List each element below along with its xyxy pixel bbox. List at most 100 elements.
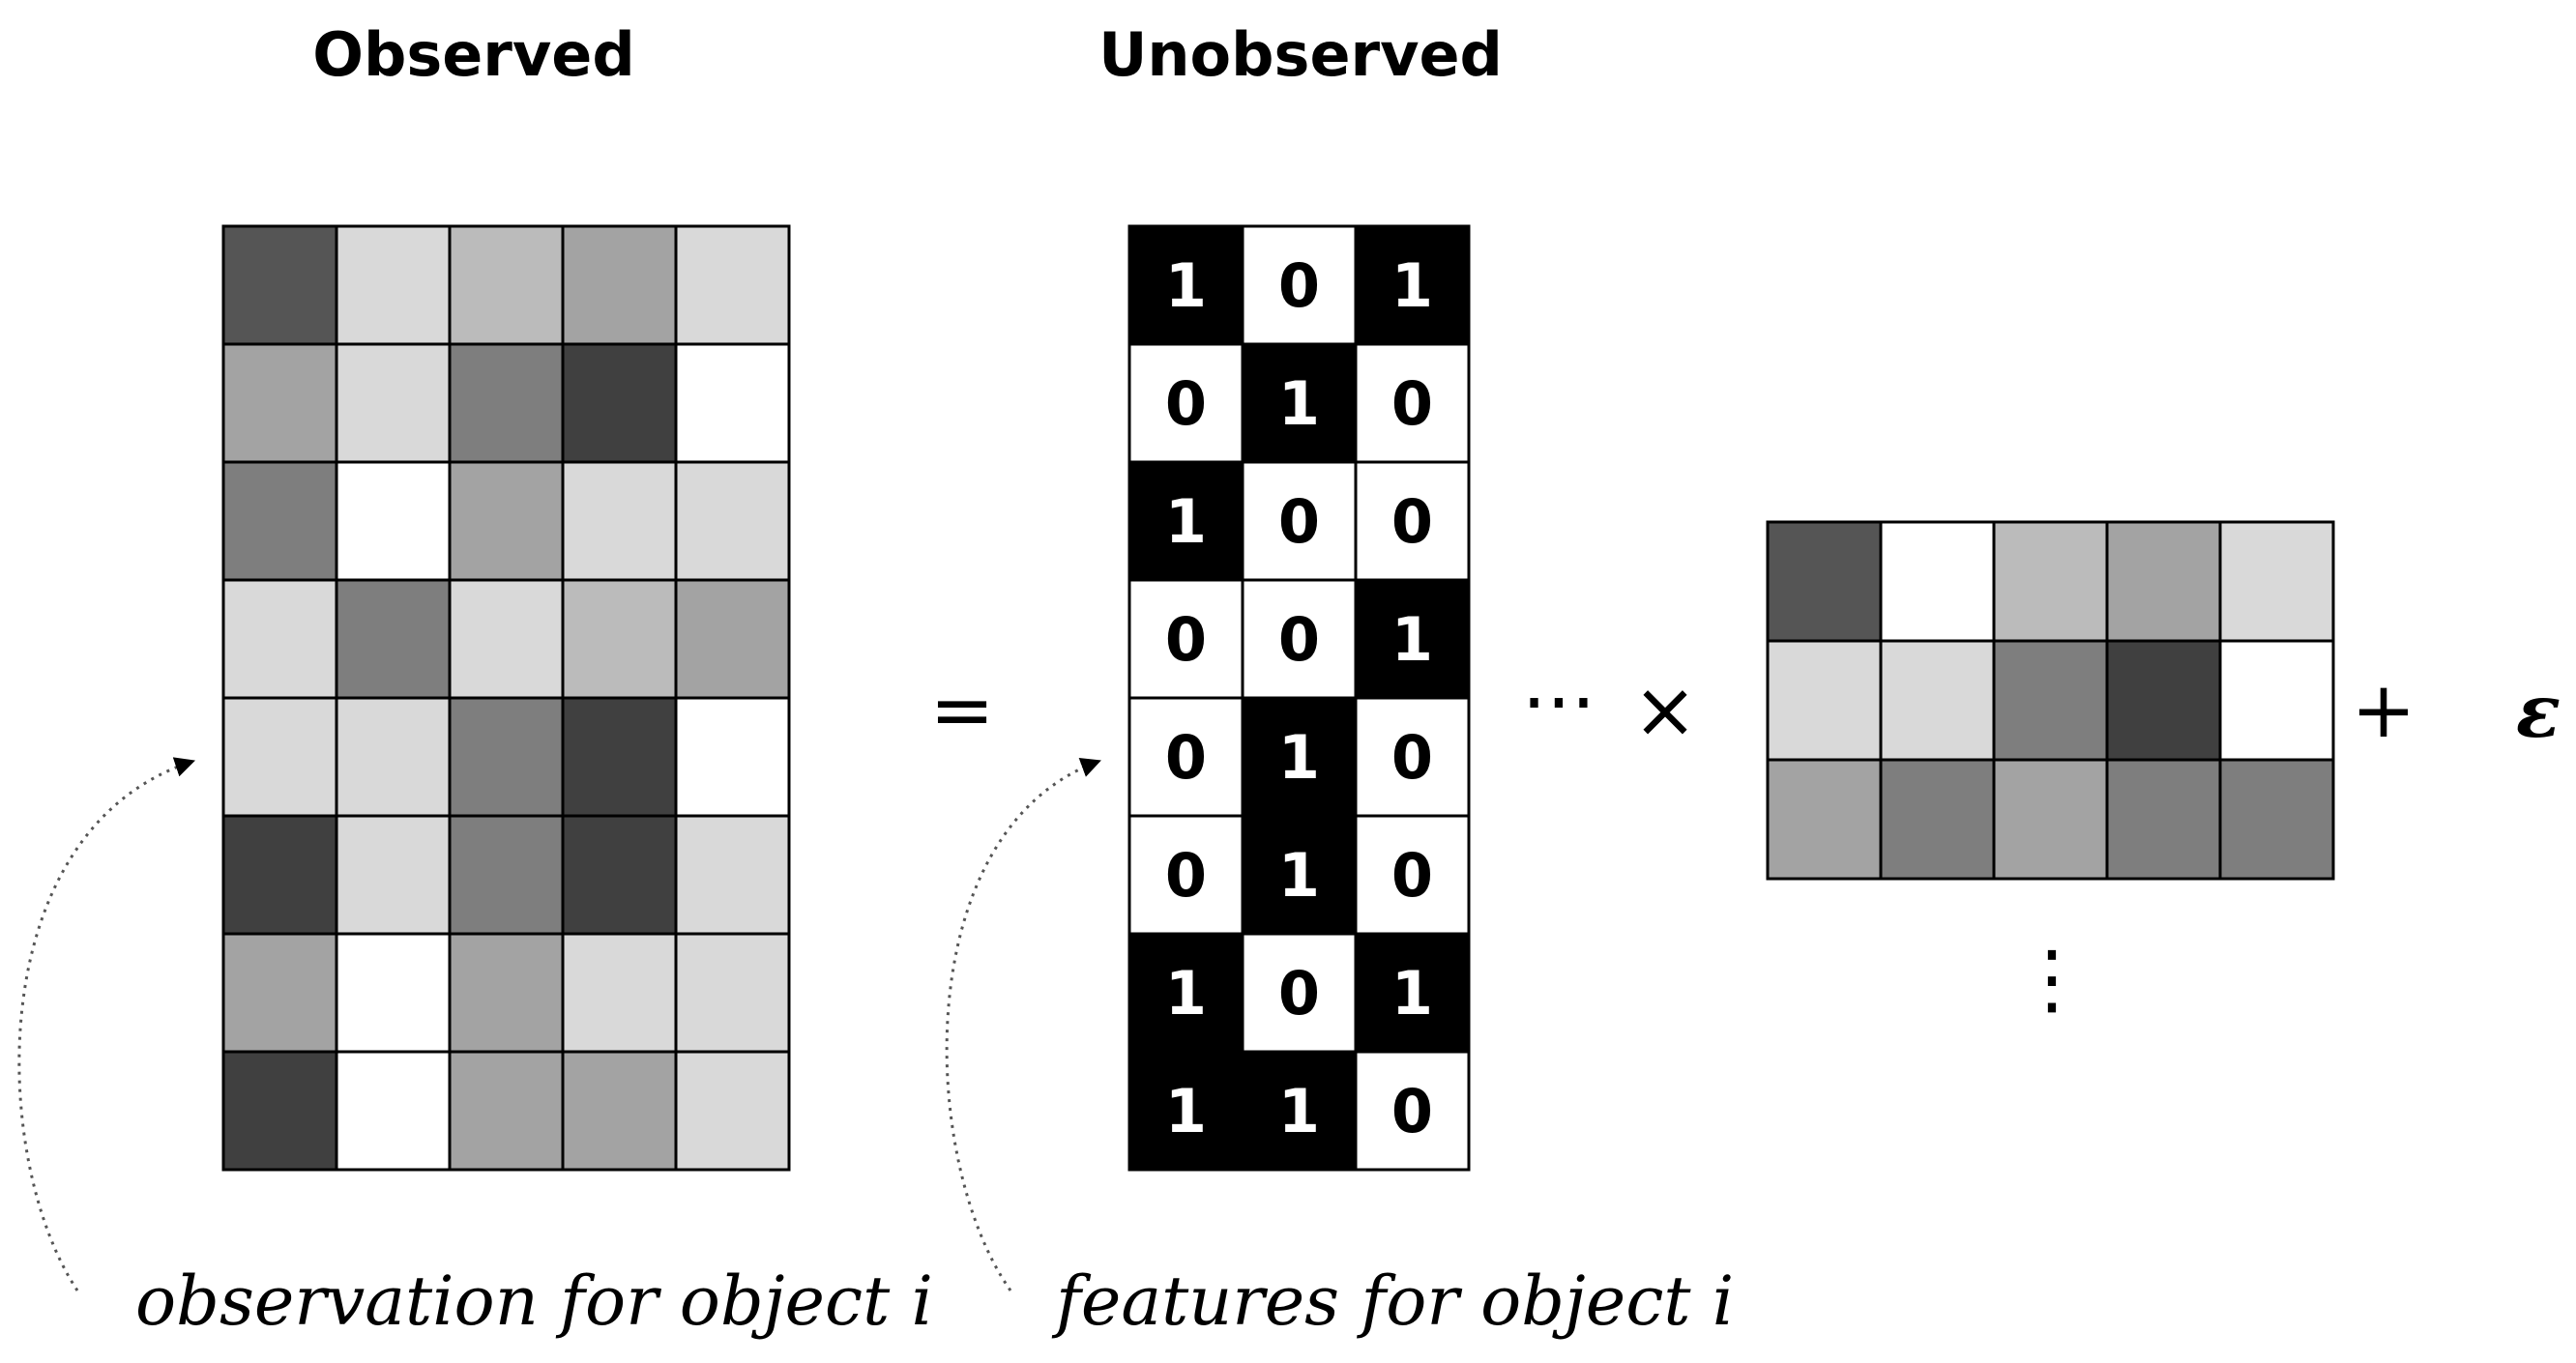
feature-matrix-cell bbox=[1241, 1050, 1358, 1172]
observed-matrix-cell bbox=[674, 460, 791, 582]
feature-matrix-value: 0 bbox=[1391, 1076, 1433, 1146]
weight-matrix-cell bbox=[2218, 639, 2335, 762]
weight-matrix-cell bbox=[1879, 520, 1996, 643]
observed-matrix-cell bbox=[561, 224, 678, 346]
observed-matrix-cell bbox=[335, 696, 452, 818]
vertical-ellipsis: ⋮ bbox=[2013, 934, 2091, 1024]
features-arrow bbox=[945, 757, 1101, 1291]
observed-matrix-cell bbox=[561, 696, 678, 818]
feature-matrix-value: 1 bbox=[1278, 368, 1320, 439]
observed-matrix-cell bbox=[674, 932, 791, 1054]
feature-matrix-value: 0 bbox=[1165, 840, 1207, 911]
feature-matrix-cell bbox=[1354, 1050, 1471, 1172]
observed-matrix bbox=[221, 224, 791, 1172]
weight-matrix-cell bbox=[2105, 520, 2222, 643]
feature-matrix-cell bbox=[1241, 224, 1358, 346]
feature-matrix-value: 0 bbox=[1278, 486, 1320, 557]
weight-matrix-cell bbox=[1992, 639, 2109, 762]
observation-arrow bbox=[17, 757, 195, 1291]
times-sign: × bbox=[1632, 665, 1697, 755]
observed-matrix-cell bbox=[221, 696, 338, 818]
feature-matrix-cell bbox=[1241, 932, 1358, 1054]
weight-matrix-cell bbox=[1879, 639, 1996, 762]
weight-matrix-cell bbox=[1879, 758, 1996, 881]
observed-matrix-cell bbox=[674, 814, 791, 936]
ellipsis: ··· bbox=[1522, 658, 1595, 748]
feature-matrix-value: 1 bbox=[1391, 250, 1433, 321]
observed-matrix-cell bbox=[221, 342, 338, 464]
feature-matrix-value: 1 bbox=[1278, 840, 1320, 911]
observed-matrix-cell bbox=[448, 1050, 565, 1172]
weight-matrix-cell bbox=[1766, 639, 1883, 762]
feature-matrix-value: 1 bbox=[1165, 486, 1207, 557]
weight-matrix-cell bbox=[2218, 758, 2335, 881]
feature-matrix-cell bbox=[1354, 814, 1471, 936]
observed-matrix-cell bbox=[448, 578, 565, 700]
observed-matrix-cell bbox=[561, 578, 678, 700]
feature-matrix-cell bbox=[1241, 696, 1358, 818]
weight-matrix-cell bbox=[2218, 520, 2335, 643]
feature-matrix-cell bbox=[1241, 460, 1358, 582]
weight-matrix-cell bbox=[1992, 758, 2109, 881]
observed-matrix-cell bbox=[674, 224, 791, 346]
feature-matrix-value: 1 bbox=[1278, 722, 1320, 793]
feature-matrix-cell bbox=[1127, 932, 1244, 1054]
feature-matrix-value: 1 bbox=[1165, 958, 1207, 1029]
feature-matrix-cell bbox=[1354, 342, 1471, 464]
observed-heading: Observed bbox=[312, 19, 634, 90]
observed-matrix-cell bbox=[335, 578, 452, 700]
observed-matrix-cell bbox=[335, 932, 452, 1054]
equals-sign: = bbox=[929, 665, 994, 755]
observed-matrix-cell bbox=[674, 342, 791, 464]
feature-matrix-value: 0 bbox=[1391, 722, 1433, 793]
plus-sign: + bbox=[2351, 665, 2415, 755]
feature-matrix-value: 0 bbox=[1391, 368, 1433, 439]
feature-matrix-value: 1 bbox=[1165, 1076, 1207, 1146]
feature-matrix-value: 0 bbox=[1278, 604, 1320, 675]
observed-matrix-cell bbox=[335, 342, 452, 464]
observed-matrix-cell bbox=[448, 814, 565, 936]
observed-matrix-cell bbox=[448, 460, 565, 582]
observed-matrix-cell bbox=[335, 460, 452, 582]
observed-matrix-cell bbox=[448, 696, 565, 818]
observed-matrix-cell bbox=[561, 932, 678, 1054]
feature-matrix-value: 0 bbox=[1278, 250, 1320, 321]
observed-matrix-cell bbox=[221, 460, 338, 582]
observed-matrix-cell bbox=[561, 342, 678, 464]
observed-matrix-cell bbox=[561, 1050, 678, 1172]
observed-matrix-cell bbox=[561, 460, 678, 582]
weight-matrix-cell bbox=[1766, 758, 1883, 881]
observed-matrix-cell bbox=[221, 932, 338, 1054]
feature-matrix-cell bbox=[1354, 578, 1471, 700]
observed-matrix-cell bbox=[561, 814, 678, 936]
feature-matrix-cell bbox=[1127, 814, 1244, 936]
observed-matrix-cell bbox=[674, 1050, 791, 1172]
observed-matrix-cell bbox=[221, 1050, 338, 1172]
feature-matrix-value: 1 bbox=[1165, 250, 1207, 321]
observed-matrix-cell bbox=[335, 224, 452, 346]
feature-matrix-value: 0 bbox=[1391, 486, 1433, 557]
observation-caption: observation for object i bbox=[135, 1262, 933, 1341]
observed-matrix-cell bbox=[674, 578, 791, 700]
features-caption: features for object i bbox=[1051, 1262, 1734, 1341]
feature-matrix-value: 1 bbox=[1278, 1076, 1320, 1146]
feature-matrix-cell bbox=[1354, 932, 1471, 1054]
observed-matrix-cell bbox=[448, 342, 565, 464]
weight-matrix bbox=[1766, 520, 2335, 881]
observed-matrix-cell bbox=[221, 578, 338, 700]
weight-matrix-cell bbox=[2105, 758, 2222, 881]
epsilon-symbol: ε bbox=[2516, 668, 2561, 754]
weight-matrix-cell bbox=[1766, 520, 1883, 643]
observed-matrix-cell bbox=[221, 814, 338, 936]
feature-matrix-cell bbox=[1127, 578, 1244, 700]
observed-matrix-cell bbox=[674, 696, 791, 818]
weight-matrix-cell bbox=[2105, 639, 2222, 762]
observed-matrix-cell bbox=[335, 814, 452, 936]
weight-matrix-cell bbox=[1992, 520, 2109, 643]
feature-matrix-value: 0 bbox=[1165, 722, 1207, 793]
feature-matrix-value: 0 bbox=[1165, 604, 1207, 675]
observed-matrix-cell bbox=[335, 1050, 452, 1172]
feature-matrix-value: 0 bbox=[1391, 840, 1433, 911]
